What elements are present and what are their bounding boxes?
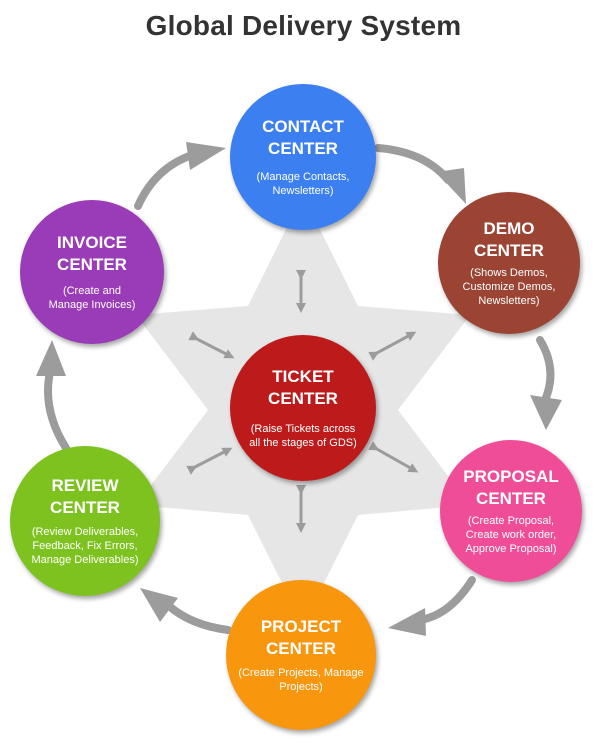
- contact-center-description: (Manage Contacts, Newsletters): [256, 171, 350, 197]
- proposal-center-description: (Create Proposal, Create work order, App…: [465, 515, 557, 555]
- demo-center-title: DEMO CENTER: [474, 219, 544, 260]
- flow-arrows: [36, 142, 562, 636]
- proposal-center-node: PROPOSAL CENTER (Create Proposal, Create…: [440, 440, 582, 582]
- flow-arrow-proposal-project: [416, 576, 476, 624]
- flow-arrow-head-proposal-project: [388, 608, 426, 636]
- invoice-center-node: INVOICE CENTER (Create and Manage Invoic…: [20, 200, 164, 344]
- demo-center-description: (Shows Demos, Customize Demos, Newslette…: [462, 267, 556, 307]
- ticket-center-title: TICKET CENTER: [268, 367, 338, 408]
- flow-arrow-demo-proposal: [536, 336, 555, 404]
- contact-center-title: CONTACT CENTER: [262, 117, 344, 158]
- flow-arrow-invoice-contact: [134, 151, 196, 210]
- ticket-arrow-lower-left: [186, 447, 233, 475]
- ticket-arrow-upper-left: [188, 331, 235, 359]
- demo-center-node: DEMO CENTER (Shows Demos, Customize Demo…: [438, 192, 580, 334]
- flow-arrow-contact-demo: [374, 144, 452, 184]
- review-center-node: REVIEW CENTER (Review Deliverables, Feed…: [10, 446, 160, 596]
- proposal-center-title: PROPOSAL CENTER: [463, 467, 559, 508]
- flow-arrow-review-invoice: [44, 368, 70, 452]
- ticket-arrow-lower-right: [368, 441, 419, 473]
- project-center-node: PROJECT CENTER (Create Projects, Manage …: [226, 580, 376, 730]
- flow-arrow-head-invoice-contact: [186, 142, 226, 170]
- ticket-arrow-upper-right: [368, 331, 417, 361]
- invoice-center-title: INVOICE CENTER: [57, 233, 127, 274]
- flow-arrow-project-review: [164, 601, 232, 634]
- review-center-description: (Review Deliverables, Feedback, Fix Erro…: [31, 526, 139, 566]
- project-center-title: PROJECT CENTER: [260, 617, 342, 658]
- flow-arrow-head-review-invoice: [36, 340, 66, 376]
- invoice-center-description: (Create and Manage Invoices): [48, 285, 136, 311]
- page-title: Global Delivery System: [145, 10, 462, 41]
- contact-center-node: CONTACT CENTER (Manage Contacts, Newslet…: [230, 84, 376, 230]
- project-center-description: (Create Projects, Manage Projects): [238, 667, 364, 693]
- ticket-center-description: (Raise Tickets across all the stages of …: [249, 423, 357, 449]
- flow-arrow-head-project-review: [140, 588, 178, 622]
- ticket-arrows: [186, 270, 419, 533]
- review-center-title: REVIEW CENTER: [50, 476, 120, 517]
- ticket-center-node: TICKET CENTER (Raise Tickets across all …: [230, 335, 376, 481]
- flow-arrow-head-demo-proposal: [530, 395, 562, 430]
- flow-arrow-head-contact-demo: [436, 168, 466, 204]
